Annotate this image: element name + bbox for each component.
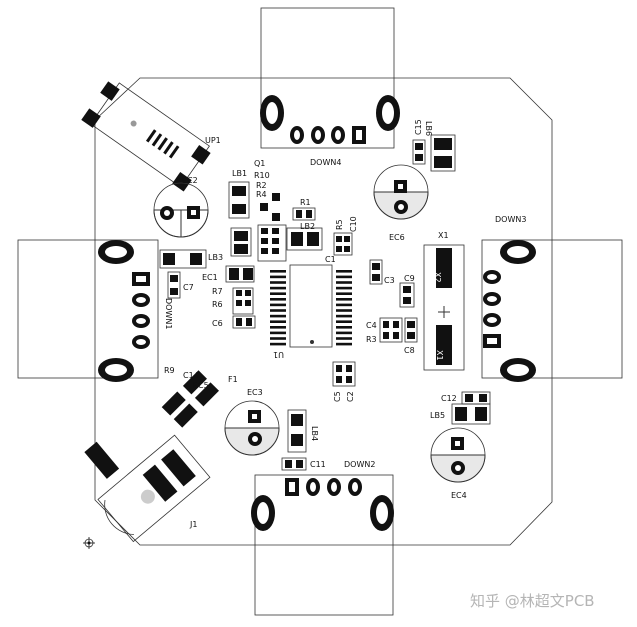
down1-housing — [17, 239, 159, 379]
label-ec5: EC5 — [193, 381, 209, 390]
board-outline — [94, 77, 553, 546]
down3-housing — [481, 239, 623, 379]
label-up1: UP1 — [205, 136, 221, 145]
u1-pin — [270, 286, 286, 290]
label-c11: C11 — [310, 460, 326, 469]
smd-parts — [159, 134, 491, 471]
u1-pins-right — [336, 270, 352, 346]
label-lb5: LB5 — [430, 411, 445, 420]
label-f1: F1 — [228, 375, 238, 384]
ec4-footprint — [430, 427, 486, 483]
u1-pin — [336, 292, 352, 295]
down4-pads — [260, 95, 400, 144]
label-c1: C1 — [325, 255, 336, 264]
label-lb2: LB2 — [300, 222, 315, 231]
label-ec4: EC4 — [451, 491, 467, 500]
u1-pin — [270, 314, 286, 318]
label-down2: DOWN2 — [344, 460, 375, 469]
u1-pin — [336, 270, 352, 273]
u1-pin — [270, 342, 286, 346]
u1-pin — [270, 292, 286, 295]
label-down3: DOWN3 — [495, 215, 526, 224]
fiducial-mark — [83, 537, 95, 549]
rotated-parts — [161, 370, 219, 428]
label-c2: C2 — [346, 391, 355, 402]
label-down4: DOWN4 — [310, 158, 341, 167]
u1-pin — [270, 270, 286, 273]
u1-pin — [270, 303, 286, 307]
u1-pin — [270, 281, 286, 284]
u1-pin — [336, 314, 352, 318]
u1-pin — [270, 337, 286, 340]
label-r9: R9 — [164, 366, 175, 375]
down2-housing — [254, 474, 394, 616]
label-lb4: LB4 — [310, 426, 319, 441]
u1-pin — [270, 275, 286, 279]
u1-pin — [336, 286, 352, 290]
label-x1-top: X1 — [438, 231, 449, 240]
u1-pin — [270, 320, 286, 323]
label-c7: C7 — [183, 283, 194, 292]
label-x1: X1 — [435, 350, 444, 361]
down3-pads — [483, 240, 536, 382]
label-lb6: LB6 — [424, 121, 433, 136]
up1-footprint — [81, 81, 211, 192]
u1-pin — [336, 303, 352, 307]
u1-pin — [336, 342, 352, 346]
label-ec1: EC1 — [202, 273, 218, 282]
down4-housing — [260, 7, 395, 149]
label-c14: C14 — [183, 371, 199, 380]
u1-pin — [270, 298, 286, 301]
u1-pin — [270, 331, 286, 335]
crystal-footprint — [423, 244, 465, 371]
ec6-footprint — [373, 164, 429, 220]
label-c3: C3 — [384, 276, 395, 285]
label-ec6: EC6 — [389, 233, 405, 242]
label-c4: C4 — [366, 321, 377, 330]
label-ec2: EC2 — [182, 176, 198, 185]
watermark: 知乎 @林超文PCB — [470, 592, 595, 610]
down1-pads — [98, 240, 150, 382]
u1-pin — [336, 309, 352, 312]
u1-footprint — [289, 264, 333, 348]
label-c6: C6 — [212, 319, 223, 328]
label-x2: X2 — [433, 272, 442, 283]
label-c8: C8 — [404, 346, 415, 355]
down2-pads — [251, 478, 394, 531]
label-c10: C10 — [349, 216, 358, 232]
label-r2: R2 — [256, 181, 267, 190]
label-lb3: LB3 — [208, 253, 223, 262]
label-r6: R6 — [212, 300, 223, 309]
u1-pin — [336, 298, 352, 301]
label-r7: R7 — [212, 287, 223, 296]
u1-pin — [336, 275, 352, 279]
label-u1: U1 — [273, 350, 284, 359]
u1-pin — [336, 331, 352, 335]
u1-pins-left — [270, 270, 286, 346]
u1-pin — [270, 326, 286, 329]
ec2-footprint — [153, 182, 209, 238]
label-c5: C5 — [333, 391, 342, 402]
label-j1: J1 — [189, 520, 197, 529]
label-r5: R5 — [335, 219, 344, 230]
u1-pin — [336, 320, 352, 323]
label-r1: R1 — [300, 198, 311, 207]
ec3-footprint — [224, 400, 280, 456]
j1-footprint — [84, 434, 211, 543]
label-c9: C9 — [404, 274, 415, 283]
label-ec3: EC3 — [247, 388, 263, 397]
label-q1: Q1 — [254, 159, 265, 168]
label-r3: R3 — [366, 335, 377, 344]
u1-pin — [336, 337, 352, 340]
u1-pin — [336, 326, 352, 329]
u1-pin — [336, 281, 352, 284]
label-c15: C15 — [414, 119, 423, 135]
label-down1: DOWN1 — [164, 298, 173, 329]
label-lb1: LB1 — [232, 169, 247, 178]
label-r10: R10 — [254, 171, 270, 180]
label-c12: C12 — [441, 394, 457, 403]
u1-pin — [270, 309, 286, 312]
label-r4: R4 — [256, 190, 267, 199]
